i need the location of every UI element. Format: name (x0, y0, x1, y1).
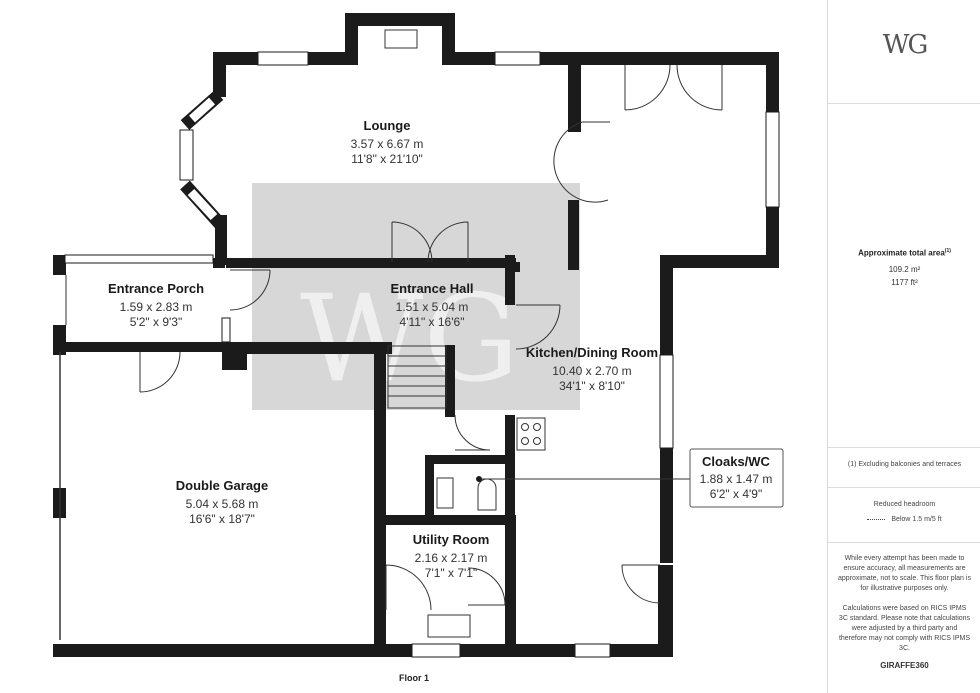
svg-text:1.59 x 2.83 m: 1.59 x 2.83 m (120, 300, 193, 314)
excluding-note: (1) Excluding balconies and terraces (847, 461, 962, 468)
divider (828, 447, 980, 448)
area-title: Approximate total area(1) (828, 248, 980, 258)
dotted-line-icon (867, 518, 886, 520)
area-m2: 109.2 m² (888, 265, 921, 274)
svg-text:Entrance Porch: Entrance Porch (108, 281, 204, 296)
svg-text:Cloaks/WC: Cloaks/WC (702, 454, 771, 469)
divider (828, 542, 980, 543)
label-double-garage: Double Garage 5.04 x 5.68 m 16'6" x 18'7… (176, 478, 268, 526)
headroom-legend: Below 1.5 m/5 ft (828, 515, 980, 525)
svg-text:Lounge: Lounge (364, 118, 411, 133)
giraffe360-brand: GIRAFFE360 (880, 661, 929, 670)
brand-logo: WG (882, 30, 929, 60)
bay-windows (187, 97, 218, 221)
wc-callout-box (689, 448, 784, 508)
svg-text:10.40 x 2.70 m: 10.40 x 2.70 m (552, 364, 631, 378)
svg-text:11'8" x 21'10": 11'8" x 21'10" (351, 152, 423, 166)
wc-pointer-dot (476, 476, 482, 482)
label-lounge: Lounge 3.57 x 6.67 m 11'8" x 21'10" (351, 118, 424, 166)
wc-fittings (427, 477, 497, 638)
svg-text:16'6" x 18'7": 16'6" x 18'7" (189, 512, 255, 526)
svg-text:1.51 x 5.04 m: 1.51 x 5.04 m (396, 300, 469, 314)
svg-text:2.16 x 2.17 m: 2.16 x 2.17 m (415, 551, 488, 565)
watermark-box (252, 183, 580, 410)
svg-text:3.57 x 6.67 m: 3.57 x 6.67 m (351, 137, 424, 151)
area-ft2: 1177 ft² (891, 278, 918, 287)
label-entrance-porch: Entrance Porch 1.59 x 2.83 m 5'2" x 9'3" (108, 281, 204, 329)
label-entrance-hall: Entrance Hall 1.51 x 5.04 m 4'11" x 16'6… (390, 281, 473, 329)
calc-note: Calculations were based on RICS IPMS 3C … (838, 605, 971, 652)
windows (64, 51, 780, 658)
stairs (387, 345, 447, 409)
doors (59, 64, 723, 640)
label-kitchen-dining: Kitchen/Dining Room 10.40 x 2.70 m 34'1"… (526, 345, 658, 393)
svg-text:4'11" x 16'6": 4'11" x 16'6" (400, 315, 465, 329)
headroom-legend-text: Below 1.5 m/5 ft (891, 516, 942, 523)
svg-text:6'2" x 4'9": 6'2" x 4'9" (710, 487, 762, 501)
svg-text:7'1" x 7'1": 7'1" x 7'1" (425, 566, 477, 580)
disclaimer: While every attempt has been made to ens… (838, 555, 971, 592)
svg-text:Utility Room: Utility Room (413, 532, 490, 547)
floor-label: Floor 1 (399, 673, 429, 683)
area-sup: (1) (944, 248, 951, 254)
label-cloaks-wc: Cloaks/WC 1.88 x 1.47 m 6'2" x 4'9" (700, 454, 773, 501)
svg-text:5.04 x 5.68 m: 5.04 x 5.68 m (186, 497, 259, 511)
svg-text:Double Garage: Double Garage (176, 478, 268, 493)
reduced-headroom-label: Reduced headroom (873, 501, 936, 508)
svg-text:1.88 x 1.47 m: 1.88 x 1.47 m (700, 472, 773, 486)
divider (828, 103, 980, 104)
svg-text:5'2" x 9'3": 5'2" x 9'3" (130, 315, 182, 329)
svg-text:Entrance Hall: Entrance Hall (390, 281, 473, 296)
divider (828, 487, 980, 488)
floor-plan: WG (53, 13, 784, 683)
fireplace (384, 29, 418, 49)
area-title-text: Approximate total area (858, 248, 945, 258)
svg-text:34'1" x 8'10": 34'1" x 8'10" (559, 379, 625, 393)
label-utility-room: Utility Room 2.16 x 2.17 m 7'1" x 7'1" (413, 532, 490, 580)
hob (516, 417, 546, 451)
info-sidebar: WG Approximate total area(1) 109.2 m² 11… (827, 0, 980, 693)
svg-text:Kitchen/Dining Room: Kitchen/Dining Room (526, 345, 658, 360)
